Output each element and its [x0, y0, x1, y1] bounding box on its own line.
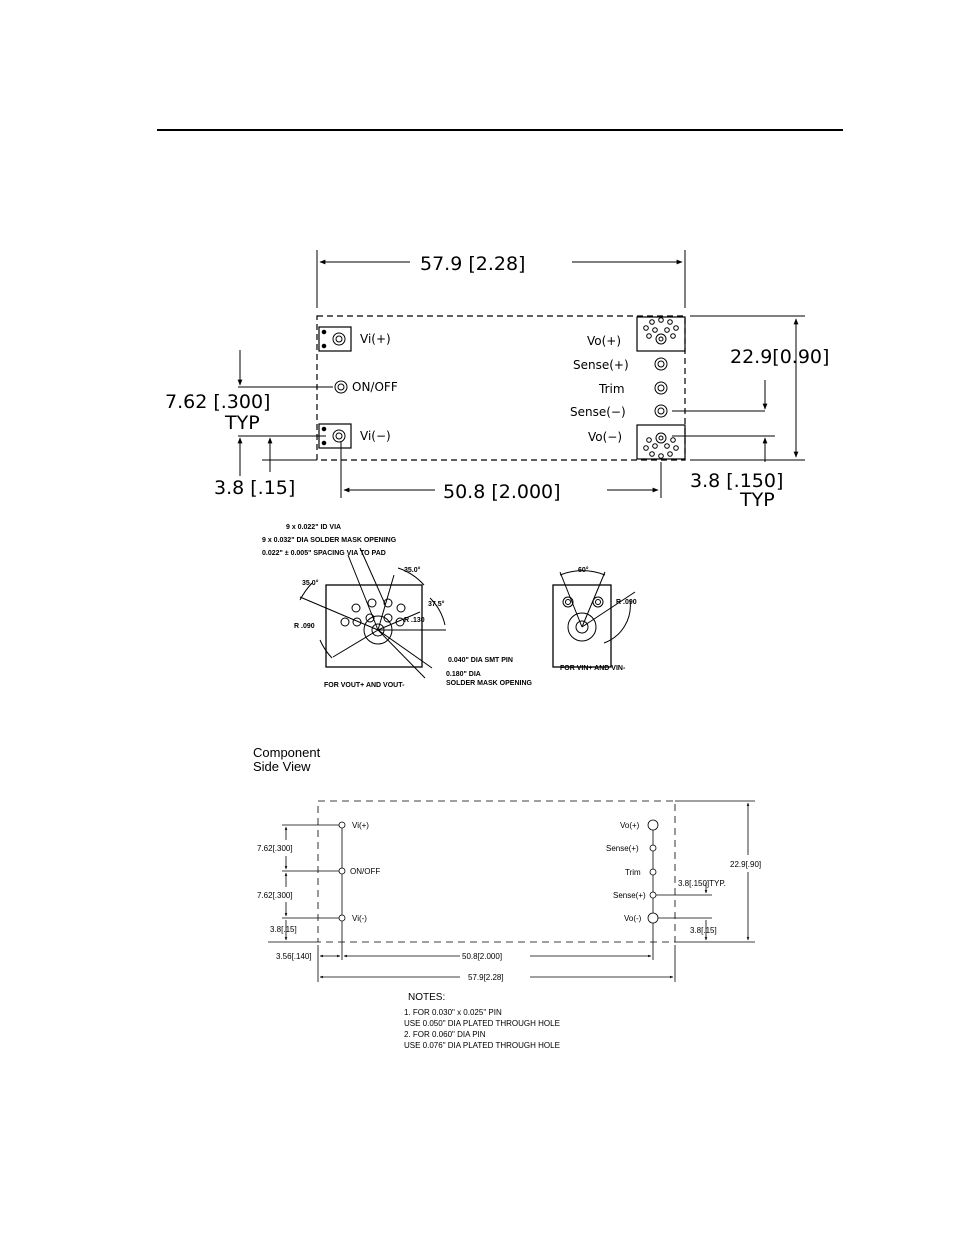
sense-minus-pin [654, 404, 668, 418]
pad-detail-vout [299, 547, 446, 679]
notes-line-2: USE 0.050" DIA PLATED THROUGH HOLE [404, 1019, 560, 1028]
pad-radius-a: R .090 [294, 623, 315, 630]
side-pin-trim: Trim [625, 868, 641, 877]
side-pin-sense-minus: Sense(+) [613, 891, 646, 900]
pad-mask-note-a: 0.180" DIA [446, 671, 481, 678]
module-outline [316, 315, 686, 461]
pin-label-trim: Trim [598, 382, 625, 396]
side-pin-vo-plus: Vo(+) [620, 821, 640, 830]
pin-label-vo-minus: Vo(−) [588, 430, 622, 444]
right-edge-dim-label: 3.8 [.150] [690, 470, 783, 492]
pin-label-vi-minus: Vi(−) [360, 429, 391, 443]
width-dim-label: 57.9 [2.28] [420, 253, 525, 275]
pad-detail-vin [552, 570, 636, 668]
pitch-dim-label: 7.62 [.300] [165, 391, 270, 413]
side-view [268, 800, 755, 982]
side-dim-edge-right-b: 3.8[.15] [690, 926, 717, 935]
pin-label-vo-plus: Vo(+) [587, 334, 621, 348]
trim-pin [654, 381, 668, 395]
side-view-outline [317, 800, 676, 943]
pin-label-sense-plus: Sense(+) [573, 358, 629, 372]
side-pin-vi-plus: Vi(+) [352, 821, 369, 830]
sense-plus-pin [654, 357, 668, 371]
notes-title: NOTES: [408, 992, 445, 1003]
pad-radius-b: R .130 [404, 617, 425, 624]
notes-line-4: USE 0.076" DIA PLATED THROUGH HOLE [404, 1041, 560, 1050]
side-dim-width: 57.9[2.28] [468, 973, 504, 982]
vo-plus-pad [636, 316, 686, 352]
side-dim-height: 22.9[.90] [730, 860, 761, 869]
side-pin-vi-minus: Vi(-) [352, 914, 367, 923]
vo-minus-pad [636, 424, 686, 460]
side-dim-pitch-1: 7.62[.300] [257, 844, 293, 853]
pin-label-sense-minus: Sense(−) [570, 405, 626, 419]
pad-caption-vin: FOR VIN+ AND VIN- [560, 665, 626, 672]
on-off-pin [334, 380, 348, 394]
side-dim-span: 50.8[2.000] [462, 952, 502, 961]
notes-line-3: 2. FOR 0.060" DIA PIN [404, 1030, 486, 1039]
side-dim-edge-right-a: 3.8[.150]TYP. [678, 879, 726, 888]
pad-caption-vout: FOR VOUT+ AND VOUT- [324, 682, 405, 689]
span-dim-label: 50.8 [2.000] [443, 481, 561, 503]
pad-mask-note-b: SOLDER MASK OPENING [446, 680, 533, 687]
right-edge-typ-label: TYP [739, 489, 775, 511]
side-dim-offset: 3.56[.140] [276, 952, 312, 961]
left-edge-dim-label: 3.8 [.15] [214, 477, 295, 499]
pin-label-on-off: ON/OFF [352, 380, 398, 394]
side-pin-vo-minus: Vo(-) [624, 914, 642, 923]
side-pin-sense-plus: Sense(+) [606, 844, 639, 853]
pin-label-vi-plus: Vi(+) [360, 332, 391, 346]
side-pin-on-off: ON/OFF [350, 867, 380, 876]
pad-note-mask: 9 x 0.032" DIA SOLDER MASK OPENING [262, 537, 397, 544]
pad-radius-vin: R .090 [616, 599, 637, 606]
top-view [237, 250, 805, 498]
pad-note-spacing: 0.022" ± 0.005" SPACING VIA TO PAD [262, 550, 386, 557]
side-view-title-b: Side View [253, 759, 311, 774]
pad-angle-b: 35.0° [302, 579, 319, 587]
pad-angle-a: 35.0° [404, 566, 421, 574]
vi-plus-pad [318, 326, 352, 352]
pad-angle-c: 37.5° [428, 600, 445, 608]
notes-line-1: 1. FOR 0.030" x 0.025" PIN [404, 1008, 502, 1017]
pitch-typ-label: TYP [224, 412, 260, 434]
side-view-title-a: Component [253, 745, 321, 760]
height-dim-label: 22.9[0.90] [730, 346, 829, 368]
pad-angle-60: 60° [578, 566, 589, 574]
pad-note-via: 9 x 0.022" ID VIA [286, 524, 341, 531]
pad-pin-note: 0.040" DIA SMT PIN [448, 657, 513, 664]
side-dim-edge-left: 3.8[.15] [270, 925, 297, 934]
side-dim-pitch-2: 7.62[.300] [257, 891, 293, 900]
